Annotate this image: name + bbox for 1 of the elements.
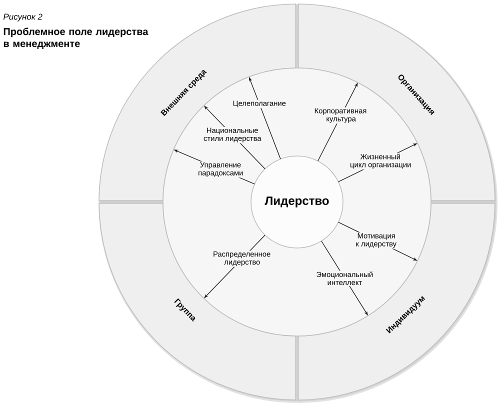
figure-number: Рисунок 2 xyxy=(3,14,42,22)
